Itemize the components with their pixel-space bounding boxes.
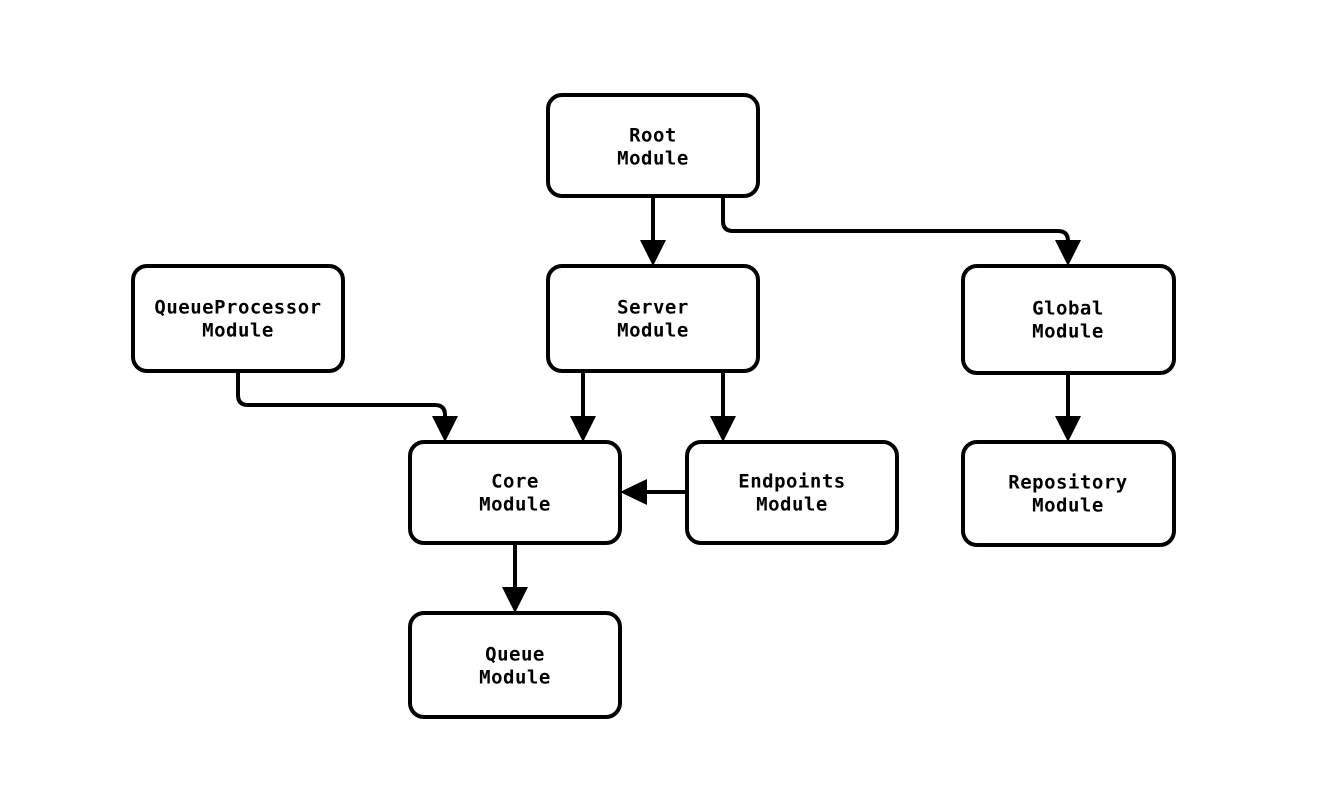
node-label-line2: Module (617, 148, 689, 170)
node-label-line1: Root (629, 125, 677, 147)
node-shape[interactable] (546, 264, 760, 373)
node-queue-module[interactable]: Queue Module (408, 611, 622, 719)
arrow-head-icon (710, 416, 736, 442)
node-label-line1: Repository (1008, 472, 1127, 494)
node-server-module[interactable]: Server Module (546, 264, 760, 373)
node-label-line2: Module (479, 667, 551, 689)
edge-server-to-core (570, 371, 596, 442)
node-shape[interactable] (961, 440, 1176, 547)
node-label-line2: Module (617, 320, 689, 342)
node-queueprocessor-module[interactable]: QueueProcessor Module (131, 264, 345, 373)
edge-line (236, 371, 447, 426)
node-shape[interactable] (546, 93, 760, 198)
edge-queueprocessor-to-core (236, 371, 458, 442)
edge-root-to-server (640, 196, 666, 266)
node-shape[interactable] (685, 440, 899, 545)
edge-root-to-global (721, 196, 1081, 266)
node-label-line2: Module (479, 494, 551, 516)
edge-line (721, 196, 1070, 250)
node-shape[interactable] (961, 264, 1176, 375)
edge-core-to-queue (502, 543, 528, 613)
node-label-line1: Server (617, 297, 689, 319)
arrow-head-icon (620, 479, 647, 505)
arrow-head-icon (502, 587, 528, 613)
node-shape[interactable] (131, 264, 345, 373)
node-shape[interactable] (408, 440, 622, 545)
node-label-line1: Core (491, 471, 539, 493)
node-global-module[interactable]: Global Module (961, 264, 1176, 375)
arrow-head-icon (1055, 240, 1081, 266)
arrow-head-icon (432, 416, 458, 442)
node-label-line2: Module (756, 494, 828, 516)
edge-server-to-endpoints (710, 371, 736, 442)
node-label-line2: Module (1032, 321, 1104, 343)
node-shape[interactable] (408, 611, 622, 719)
arrow-head-icon (570, 416, 596, 442)
node-label-line2: Module (1032, 495, 1104, 517)
node-label-line1: Global (1032, 298, 1104, 320)
node-repository-module[interactable]: Repository Module (961, 440, 1176, 547)
edge-global-to-repository (1055, 373, 1081, 442)
node-core-module[interactable]: Core Module (408, 440, 622, 545)
node-label-line2: Module (202, 320, 274, 342)
node-endpoints-module[interactable]: Endpoints Module (685, 440, 899, 545)
arrow-head-icon (640, 240, 666, 266)
edge-endpoints-to-core (620, 479, 687, 505)
node-label-line1: Queue (485, 644, 545, 666)
arrow-head-icon (1055, 416, 1081, 442)
node-label-line1: Endpoints (738, 471, 845, 493)
node-label-line1: QueueProcessor (154, 297, 321, 319)
node-root-module[interactable]: Root Module (546, 93, 760, 198)
